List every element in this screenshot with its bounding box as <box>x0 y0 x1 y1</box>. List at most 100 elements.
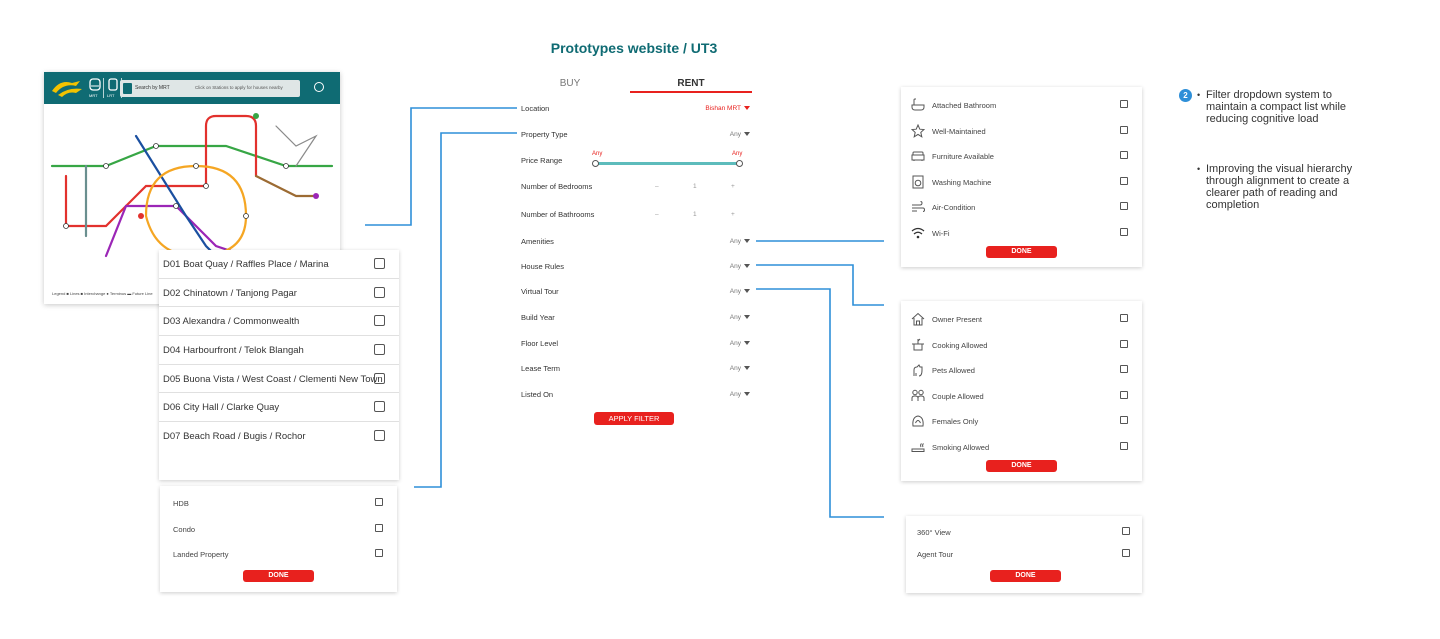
district-item[interactable]: D07 Beach Road / Bugis / Rochor <box>159 422 399 451</box>
amenity-item[interactable]: Furniture Available <box>901 145 1142 169</box>
district-checkbox[interactable] <box>374 344 385 356</box>
bedrooms-minus-button[interactable]: – <box>655 183 659 190</box>
house-rules-card: Owner Present Cooking Allowed Pets Allow… <box>901 301 1142 481</box>
bathrooms-plus-button[interactable]: + <box>731 211 735 218</box>
amenity-item[interactable]: Wi-Fi <box>901 222 1142 246</box>
build-year-label: Build Year <box>521 313 555 322</box>
house-rules-dropdown[interactable]: Any <box>730 263 750 270</box>
build-year-dropdown[interactable]: Any <box>730 314 750 321</box>
house-rule-item[interactable]: Couple Allowed <box>901 385 1142 409</box>
virtual-tour-checkbox[interactable] <box>1122 527 1130 535</box>
tab-rent[interactable]: RENT <box>677 78 705 89</box>
close-icon[interactable] <box>314 82 324 92</box>
property-type-checkbox[interactable] <box>375 498 383 506</box>
floor-level-value: Any <box>729 340 741 347</box>
district-checkbox[interactable] <box>374 258 385 269</box>
district-item[interactable]: D03 Alexandra / Commonwealth <box>159 307 399 337</box>
district-item[interactable]: D02 Chinatown / Tanjong Pagar <box>159 279 399 308</box>
amenity-checkbox[interactable] <box>1120 177 1128 185</box>
bathrooms-label: Number of Bathrooms <box>521 210 595 219</box>
district-item[interactable]: D04 Harbourfront / Telok Blangah <box>159 336 399 365</box>
bedrooms-label: Number of Bedrooms <box>521 182 593 191</box>
price-max-handle[interactable] <box>736 160 743 167</box>
amenity-label: Attached Bathroom <box>932 101 997 110</box>
amenity-checkbox[interactable] <box>1120 202 1128 210</box>
transit-logo-icon <box>52 81 82 97</box>
virtual-tour-checkbox[interactable] <box>1122 549 1130 557</box>
virtual-tour-item[interactable]: Agent Tour <box>906 543 1142 567</box>
district-checkbox[interactable] <box>374 430 385 442</box>
district-item[interactable]: D06 City Hall / Clarke Quay <box>159 393 399 423</box>
chevron-down-icon <box>744 239 750 244</box>
house-rule-checkbox[interactable] <box>1120 416 1128 424</box>
property-type-item[interactable]: Condo <box>160 518 397 542</box>
house-rules-done-button[interactable]: DONE <box>986 460 1057 472</box>
apply-filter-button[interactable]: APPLY FILTER <box>594 412 674 425</box>
property-type-done-button[interactable]: DONE <box>243 570 314 582</box>
amenity-checkbox[interactable] <box>1120 126 1128 134</box>
house-rule-label: Cooking Allowed <box>932 341 988 350</box>
house-rule-item[interactable]: Owner Present <box>901 308 1142 332</box>
price-range-slider[interactable] <box>592 160 743 167</box>
map-legend: Legend ■ Lines ■ Interchange ● Terminus … <box>52 291 153 296</box>
amenity-checkbox[interactable] <box>1120 100 1128 108</box>
amenity-item[interactable]: Air-Condition <box>901 196 1142 220</box>
property-type-checkbox[interactable] <box>375 549 383 557</box>
district-checkbox[interactable] <box>374 315 385 327</box>
property-type-checkbox[interactable] <box>375 524 383 532</box>
house-rule-item[interactable]: Pets Allowed <box>901 359 1142 383</box>
property-type-item[interactable]: Landed Property <box>160 543 397 567</box>
property-type-dropdown[interactable]: Any <box>730 131 750 138</box>
house-rule-item[interactable]: Smoking Allowed <box>901 436 1142 460</box>
house-rule-checkbox[interactable] <box>1120 314 1128 322</box>
house-rules-value: Any <box>729 263 741 270</box>
district-item[interactable]: D05 Buona Vista / West Coast / Clementi … <box>159 365 399 394</box>
district-label: D07 Beach Road / Bugis / Rochor <box>163 431 306 443</box>
listed-on-dropdown[interactable]: Any <box>730 391 750 398</box>
floor-level-dropdown[interactable]: Any <box>730 340 750 347</box>
amenities-dropdown[interactable]: Any <box>730 238 750 245</box>
amenity-checkbox[interactable] <box>1120 151 1128 159</box>
mrt-search-box[interactable]: Search by MRT Click on Stations to apply… <box>120 80 300 97</box>
property-type-item[interactable]: HDB <box>160 492 397 516</box>
bathrooms-minus-button[interactable]: – <box>655 211 659 218</box>
property-type-label: Property Type <box>521 130 568 139</box>
house-rule-item[interactable]: Cooking Allowed <box>901 334 1142 358</box>
amenity-checkbox[interactable] <box>1120 228 1128 236</box>
amenity-item[interactable]: Well-Maintained <box>901 120 1142 144</box>
virtual-tour-done-button[interactable]: DONE <box>990 570 1061 582</box>
property-type-value: Any <box>729 131 741 138</box>
price-max-label: Any <box>732 151 743 157</box>
amenity-item[interactable]: Washing Machine <box>901 171 1142 195</box>
amenity-item[interactable]: Attached Bathroom <box>901 94 1142 118</box>
location-dropdown[interactable]: Bishan MRT <box>705 105 750 112</box>
house-rule-checkbox[interactable] <box>1120 391 1128 399</box>
house-rule-checkbox[interactable] <box>1120 340 1128 348</box>
house-rule-checkbox[interactable] <box>1120 442 1128 450</box>
house-rule-label: Owner Present <box>932 315 983 324</box>
lease-term-dropdown[interactable]: Any <box>730 365 750 372</box>
light-rail-icon[interactable] <box>106 78 120 98</box>
district-label: D05 Buona Vista / West Coast / Clementi … <box>163 373 383 385</box>
connector-location <box>365 107 517 226</box>
tab-buy[interactable]: BUY <box>559 78 581 89</box>
house-rule-item[interactable]: Females Only <box>901 410 1142 434</box>
house-icon <box>911 312 925 326</box>
virtual-tour-dropdown[interactable]: Any <box>730 288 750 295</box>
connector-house-rules <box>756 264 884 306</box>
chevron-down-icon <box>744 106 750 111</box>
amenity-label: Well-Maintained <box>932 127 986 136</box>
chevron-down-icon <box>744 341 750 346</box>
train-icon[interactable] <box>88 78 102 98</box>
note-point: Improving the visual hierarchy through a… <box>1197 163 1366 211</box>
house-rule-checkbox[interactable] <box>1120 365 1128 373</box>
district-label: D01 Boat Quay / Raffles Place / Marina <box>163 259 329 270</box>
district-checkbox[interactable] <box>374 286 385 298</box>
district-checkbox[interactable] <box>374 401 385 413</box>
bedrooms-plus-button[interactable]: + <box>731 183 735 190</box>
district-item[interactable]: D01 Boat Quay / Raffles Place / Marina <box>159 250 399 279</box>
district-checkbox[interactable] <box>374 372 385 384</box>
virtual-tour-item[interactable]: 360° View <box>906 521 1142 545</box>
price-min-handle[interactable] <box>592 160 599 167</box>
amenities-done-button[interactable]: DONE <box>986 246 1057 258</box>
